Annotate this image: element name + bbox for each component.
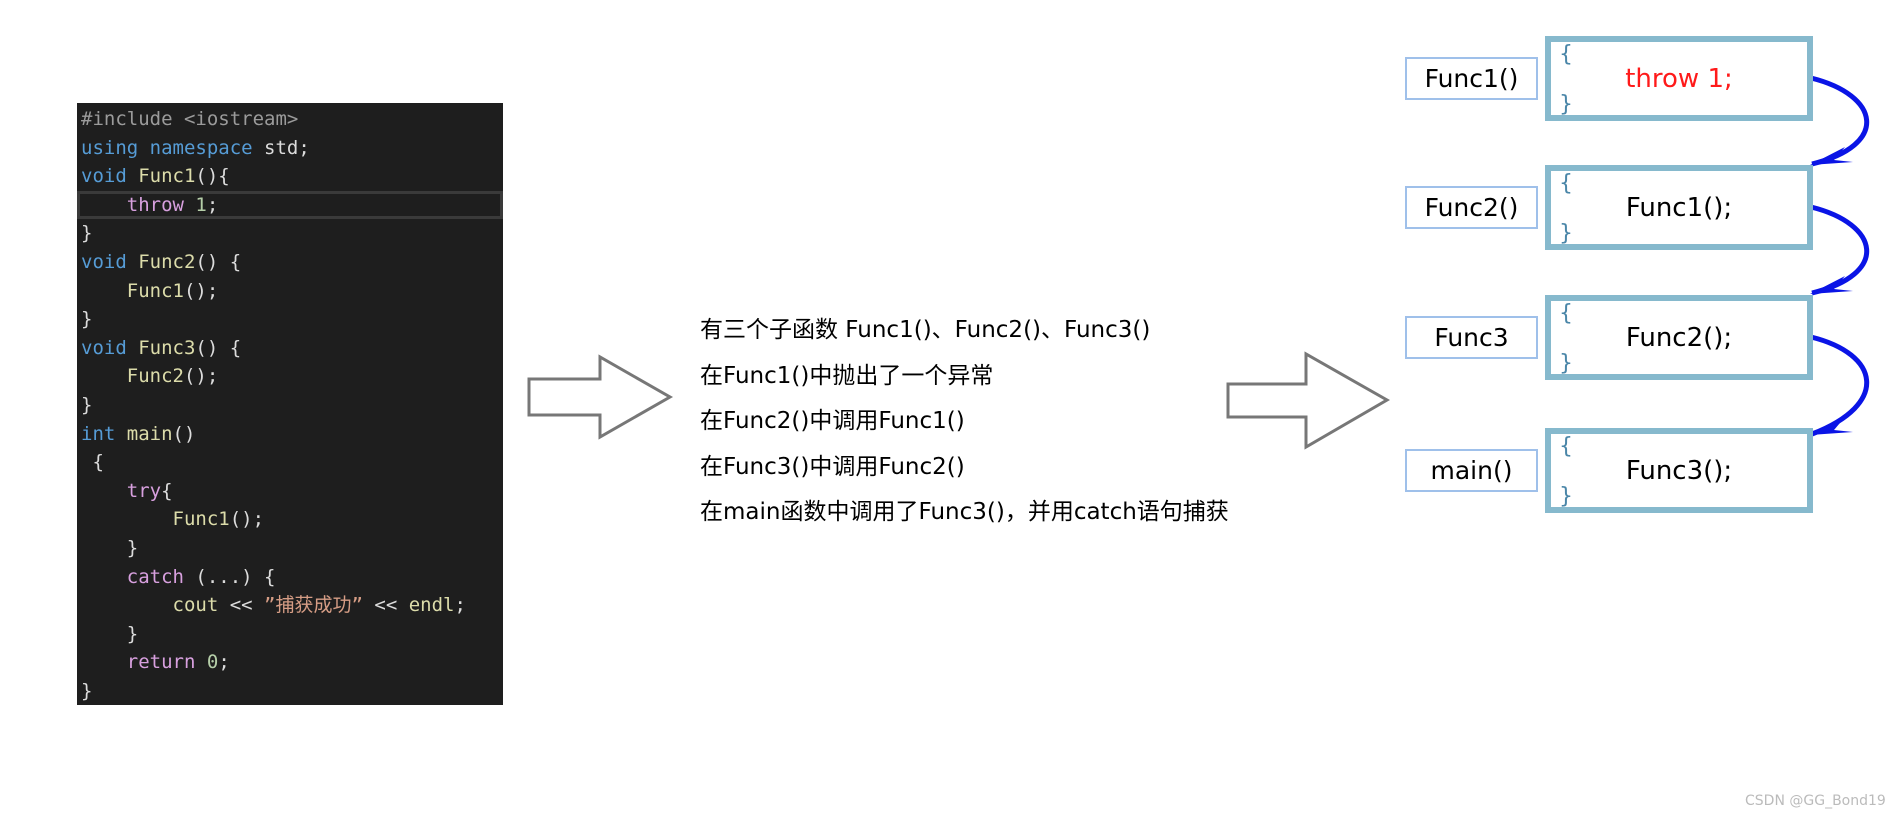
description-line: 在Func3()中调用Func2() <box>700 453 965 480</box>
function-label: main() <box>1405 449 1538 492</box>
open-brace: { <box>1559 301 1573 326</box>
code-line: return 0; <box>126 651 230 674</box>
call-flow-arrows <box>1810 75 1870 437</box>
code-line: } <box>81 679 93 702</box>
function-label: Func2() <box>1405 186 1538 229</box>
close-brace: } <box>1559 351 1573 376</box>
code-line: Func1(); <box>126 279 219 302</box>
code-line: } <box>81 536 139 559</box>
function-body: throw 1; <box>1625 63 1733 94</box>
watermark: CSDN @GG_Bond19 <box>1745 793 1886 809</box>
open-brace: { <box>1559 171 1573 196</box>
code-line: #include <iostream> <box>81 108 299 130</box>
arrowhead-icon <box>1810 417 1853 435</box>
code-line: } <box>81 222 93 245</box>
arrowhead-icon <box>1810 276 1853 294</box>
function-body: Func3(); <box>1625 455 1733 486</box>
code-line: } <box>81 308 93 331</box>
code-line: cout << ”捕获成功” << endl; <box>172 594 466 617</box>
description-line: 在Func1()中抛出了一个异常 <box>700 362 994 389</box>
function-body-block: { Func2();} <box>1545 295 1813 380</box>
code-line: try{ <box>126 479 173 502</box>
code-line: { <box>81 451 104 474</box>
code-line: } <box>81 622 139 645</box>
code-line: int main() <box>81 422 196 445</box>
code-line: void Func1(){ <box>81 165 230 188</box>
close-brace: } <box>1559 484 1573 509</box>
code-line: void Func2() { <box>81 250 242 273</box>
description-line: 在main函数中调用了Func3()，并用catch语句捕获 <box>700 499 1229 525</box>
function-body-block: { Func3();} <box>1545 428 1813 513</box>
function-label: Func1() <box>1405 57 1538 100</box>
close-brace: } <box>1559 221 1573 246</box>
curved-arrow-icon <box>1810 334 1870 437</box>
right-arrow-icon <box>1226 351 1391 450</box>
arrowhead-icon <box>1810 147 1853 165</box>
code-line: Func2(); <box>126 365 219 388</box>
description-line: 在Func2()中调用Func1() <box>700 408 965 434</box>
code-line: using namespace std; <box>81 136 310 159</box>
code-line: Func1(); <box>172 508 265 531</box>
code-line: void Func3() { <box>81 336 242 359</box>
function-body: Func1(); <box>1625 192 1733 223</box>
open-brace: { <box>1559 42 1573 67</box>
close-brace: } <box>1559 92 1573 117</box>
function-body: Func2(); <box>1625 322 1733 353</box>
description-text: 有三个子函数 Func1()、Func2()、Func3() 在Func1()中… <box>700 308 1229 536</box>
code-editor: #include <iostream> using namespace std;… <box>77 103 503 705</box>
function-body-block: { Func1();} <box>1545 165 1813 250</box>
code-line: } <box>81 393 93 416</box>
function-body-block: { throw 1;} <box>1545 36 1813 121</box>
description-line: 有三个子函数 Func1()、Func2()、Func3() <box>700 317 1151 343</box>
code-line: throw 1; <box>77 190 503 220</box>
open-brace: { <box>1559 434 1573 459</box>
function-label: Func3 <box>1405 316 1538 359</box>
code-line: catch (...) { <box>126 565 276 588</box>
right-arrow-icon <box>527 354 674 440</box>
